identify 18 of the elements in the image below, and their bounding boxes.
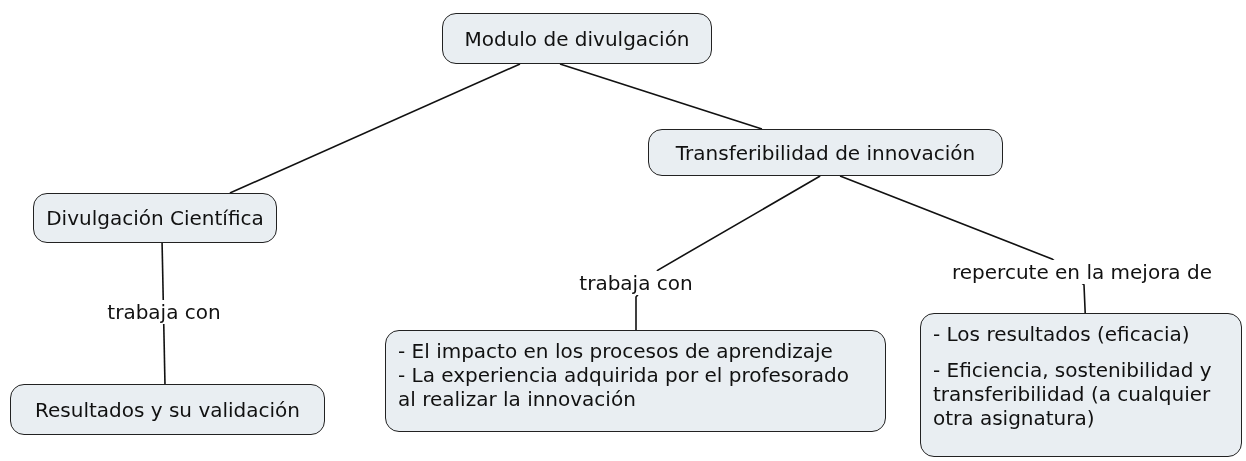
concept-box xyxy=(385,330,886,432)
concept-text: - La experiencia adquirida por el profesorado al realizar la innovación xyxy=(398,363,850,411)
concept-text: - Eficiencia, sostenibilidad y transferibilidad (a cualquier otra asignatura) xyxy=(933,358,1213,430)
connector-line xyxy=(229,63,521,194)
concept-text: Transferibilidad de innovación xyxy=(675,140,976,165)
concept-text: - Los resultados (eficacia) xyxy=(933,322,1191,346)
concept-text: Modulo de divulgación xyxy=(464,26,690,51)
concept-box xyxy=(920,313,1242,457)
concept-box xyxy=(33,193,277,243)
concept-box xyxy=(10,384,325,435)
concept-text: - El impacto en los procesos de aprendizaje xyxy=(398,339,834,363)
connector-line xyxy=(839,175,1086,314)
connector-line xyxy=(559,63,763,130)
concept-text: Resultados y su validación xyxy=(35,397,300,422)
concept-text: Divulgación Científica xyxy=(46,206,264,230)
concept-box xyxy=(648,129,1003,176)
connector-line xyxy=(635,175,821,331)
concept-box xyxy=(442,13,712,64)
